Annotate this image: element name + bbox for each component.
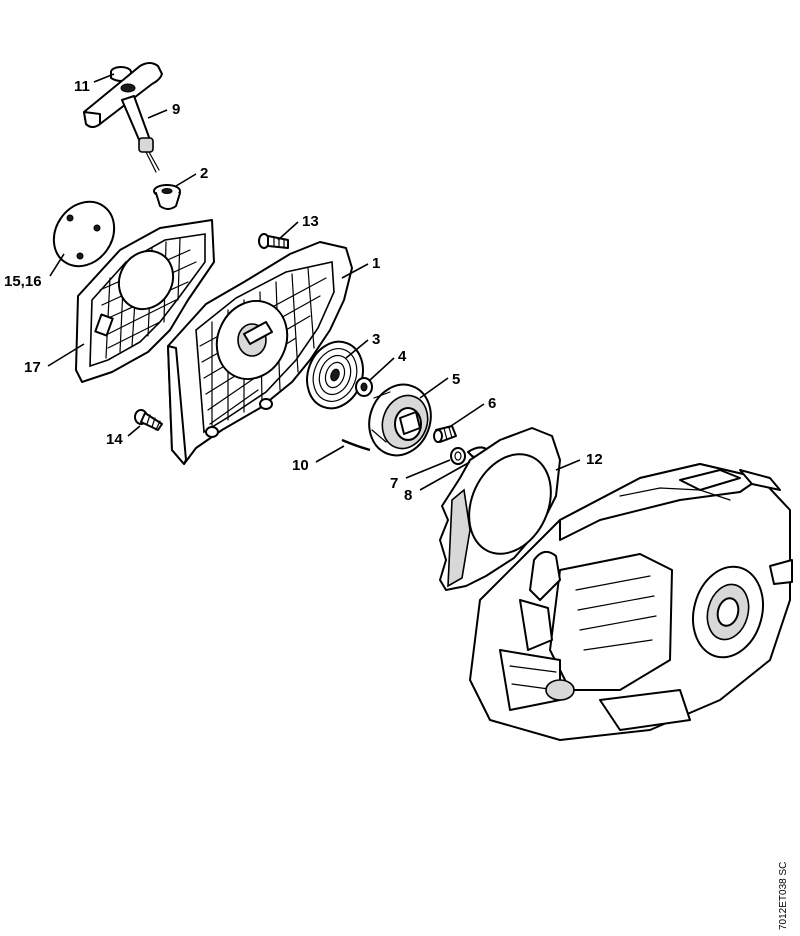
screw-part-14[interactable] <box>134 409 163 431</box>
engine-assembly <box>469 463 793 741</box>
leader-13 <box>277 221 299 241</box>
callout-2: 2 <box>200 165 208 182</box>
leader-9 <box>147 109 168 119</box>
leader-11 <box>93 73 115 83</box>
plate-part-15-16[interactable] <box>42 190 127 278</box>
starter-rope-part-10[interactable] <box>341 438 371 452</box>
leader-5 <box>419 377 449 399</box>
leader-2 <box>175 173 197 187</box>
callout-1: 1 <box>372 255 380 272</box>
leader-10 <box>315 445 345 463</box>
leader-4 <box>369 357 395 381</box>
rope-guide-part-2[interactable] <box>153 184 181 210</box>
pin-part-6[interactable] <box>433 425 457 443</box>
leader-14 <box>127 425 141 437</box>
callout-17: 17 <box>24 359 41 376</box>
callout-labels: 11 9 2 13 1 15,16 17 3 4 5 6 14 10 12 7 … <box>4 78 603 504</box>
callout-10: 10 <box>292 457 309 474</box>
leader-3 <box>345 339 369 359</box>
screw-part-4[interactable] <box>355 377 373 397</box>
callout-7: 7 <box>390 475 398 492</box>
starter-grip-part-9[interactable] <box>83 62 163 173</box>
fan-housing-part-1[interactable] <box>167 241 353 465</box>
callout-4: 4 <box>398 348 407 365</box>
callout-6: 6 <box>488 395 496 412</box>
leader-17 <box>47 343 85 367</box>
rewind-spring-part-3[interactable] <box>298 334 372 416</box>
washer-part-7[interactable] <box>450 447 466 465</box>
callout-14: 14 <box>106 431 123 448</box>
callout-3: 3 <box>372 331 380 348</box>
leader-7 <box>405 459 451 479</box>
drawing-reference-code: 7012ET038 SC <box>778 861 789 930</box>
leader-8 <box>419 461 471 491</box>
screw-part-13[interactable] <box>258 233 289 249</box>
callout-8: 8 <box>404 487 412 504</box>
callout-11: 11 <box>74 78 90 95</box>
callout-12: 12 <box>586 451 603 468</box>
leader-1516 <box>49 253 65 277</box>
callout-5: 5 <box>452 371 460 388</box>
grille-cover-part-17[interactable] <box>75 219 215 383</box>
callout-9: 9 <box>172 101 180 118</box>
leader-6 <box>447 403 485 429</box>
callout-13: 13 <box>302 213 319 230</box>
leader-12 <box>555 459 581 471</box>
guard-part-12[interactable] <box>439 427 566 591</box>
rope-rotor-part-5[interactable] <box>359 376 440 464</box>
leader-1 <box>341 263 369 279</box>
leader-lines <box>47 73 581 491</box>
callout-15-16: 15,16 <box>4 273 42 290</box>
